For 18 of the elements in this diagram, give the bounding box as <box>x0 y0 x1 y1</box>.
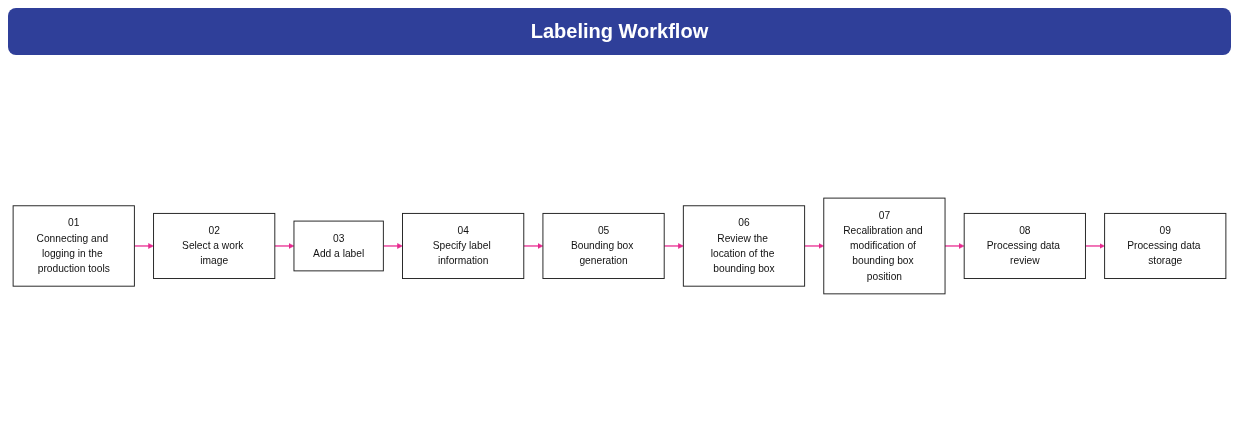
arrow <box>274 243 295 249</box>
title-banner: Labeling Workflow <box>8 8 1231 55</box>
node-box: 09 Processing data storage <box>1104 212 1227 280</box>
arrow <box>523 243 544 249</box>
node-box: 08 Processing data review <box>963 212 1086 280</box>
node-box: 03 Add a label <box>293 220 384 272</box>
arrow <box>663 243 684 249</box>
arrow <box>944 243 965 249</box>
node-box: 04 Specify label information <box>402 212 525 280</box>
arrow <box>804 243 824 249</box>
arrow <box>382 243 403 249</box>
node-box: 01 Connecting and logging in the production tools <box>12 205 135 287</box>
arrow <box>1084 243 1105 249</box>
arrow <box>133 243 154 249</box>
node-box: 07 Recalibration and modification of bounding box position <box>823 197 946 295</box>
node-box: 05 Bounding box generation <box>542 212 665 280</box>
node-box: 06 Review the location of the bounding box <box>682 205 806 287</box>
node-box: 02 Select a work image <box>153 212 276 280</box>
